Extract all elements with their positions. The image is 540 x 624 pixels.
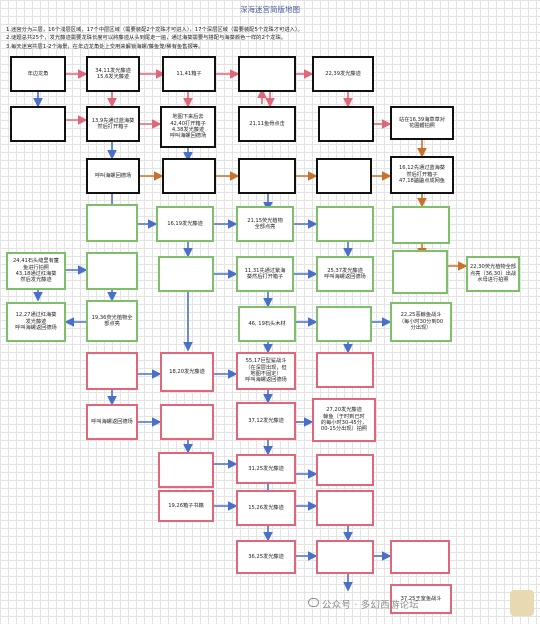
node: 13,9先通过蓝海葵然后打开箱子 bbox=[86, 106, 140, 142]
node: 22,39发光藤迹 bbox=[312, 56, 374, 92]
node bbox=[392, 250, 448, 294]
node-label: 55,17巨型鲨战斗（在深层出现，但地图不固定）呼叫海螺返回德场 bbox=[245, 358, 287, 384]
node: 站在16,39海草草对花圃鳢拍照 bbox=[390, 106, 454, 140]
node: 37,12发光藤迹 bbox=[236, 402, 296, 440]
node bbox=[318, 106, 374, 142]
node-label: 21,11鱼骨点击 bbox=[249, 120, 285, 127]
node-label: 18,20发光藤迹 bbox=[169, 368, 205, 375]
node bbox=[316, 206, 374, 242]
node bbox=[316, 540, 374, 574]
node bbox=[158, 256, 214, 292]
node-label: 46, 19石头木材 bbox=[248, 320, 286, 327]
wechat-icon bbox=[308, 598, 319, 607]
watermark: 公众号 · 多幻西游论坛 bbox=[322, 600, 419, 611]
node: 11,31先通过紫海葵然后打开箱子 bbox=[236, 256, 294, 292]
node bbox=[158, 452, 214, 488]
node-label: 年边龙角 bbox=[27, 70, 49, 77]
rules-block: 1.迷宫分为三层，16个浅层区域，17个中层区域（需要装配2个龙珠才可进入），1… bbox=[6, 26, 534, 51]
node bbox=[316, 306, 372, 342]
node: 46, 19石头木材 bbox=[238, 306, 296, 342]
rule-line-2: 2.谜题总共25个，发光藤迹需要龙珠长度可以將藤迹从头到尾走一遍，通过海葵需要与… bbox=[6, 35, 287, 42]
node bbox=[392, 206, 450, 244]
node: 19,26箱子书籍 bbox=[158, 490, 214, 522]
node: 11,41箱子 bbox=[162, 56, 216, 92]
node bbox=[160, 404, 214, 440]
node: 呼叫海螺回德场 bbox=[86, 158, 140, 194]
node bbox=[316, 158, 372, 194]
node: 18,20发光藤迹 bbox=[160, 352, 214, 392]
node-label: 12,27通过红海葵发光藤迹呼叫海螺返回德场 bbox=[15, 312, 57, 332]
node bbox=[316, 352, 374, 388]
node-label: 11,41箱子 bbox=[176, 70, 202, 77]
node bbox=[316, 454, 374, 486]
node: 15,26发光藤迹 bbox=[236, 490, 296, 526]
node-label: 16,19发光藤迹 bbox=[167, 220, 203, 227]
node: 27,20发光藤迹鲸鱼（于时到已时的每小时30-45分，00-15分出现）拍照 bbox=[312, 398, 376, 442]
node: 16,19发光藤迹 bbox=[156, 206, 214, 242]
node-label: 22,30荧光植物全部点亮（36,30）出战水母进行拍照 bbox=[470, 264, 516, 284]
node: 呼叫海螺返回德场 bbox=[86, 404, 138, 440]
node: 36,25发光藤迹 bbox=[236, 540, 296, 574]
node bbox=[238, 158, 296, 194]
node: 21,15荧光植物全部点亮 bbox=[236, 206, 294, 242]
rule-line-3: 3.每天迷宫共层1-2个海景，在年边龙角处上交用来解锁海螺/藤鱼笼/稀有鱼售报等… bbox=[6, 43, 204, 50]
node bbox=[390, 540, 450, 574]
node: 12,27通过红海葵发光藤迹呼叫海螺返回德场 bbox=[6, 302, 66, 342]
node-label: 19,26箱子书籍 bbox=[168, 502, 204, 509]
node-label: 21,15荧光植物全部点亮 bbox=[247, 217, 283, 230]
node: 19,36荧光植物全部点亮 bbox=[86, 300, 138, 342]
node bbox=[238, 56, 296, 92]
node: 31,25发光藤迹 bbox=[236, 454, 296, 484]
node-end: 37,25王室鱼战斗 bbox=[390, 584, 452, 614]
node-start: 年边龙角 bbox=[10, 56, 66, 92]
node bbox=[86, 252, 138, 290]
node: 55,17巨型鲨战斗（在深层出现，但地图不固定）呼叫海螺返回德场 bbox=[236, 352, 296, 390]
node-label: 22,39发光藤迹 bbox=[325, 70, 361, 77]
site-logo-icon bbox=[510, 590, 534, 616]
node bbox=[162, 158, 216, 194]
node bbox=[86, 352, 138, 390]
map-title: 深海迷宫简版地图 bbox=[240, 5, 300, 14]
node-label: 15,26发光藤迹 bbox=[248, 504, 284, 511]
node-label: 31,25发光藤迹 bbox=[248, 465, 284, 472]
node: 21,11鱼骨点击 bbox=[238, 106, 296, 142]
node-label: 37,12发光藤迹 bbox=[248, 417, 284, 424]
node-label: 36,25发光藤迹 bbox=[248, 553, 284, 560]
node-label: 站在16,39海草草对花圃鳢拍照 bbox=[399, 116, 445, 129]
node-label: 25,37发光藤迹呼叫海螺返回德场 bbox=[324, 267, 366, 280]
node: 22,30荧光植物全部点亮（36,30）出战水母进行拍照 bbox=[466, 256, 520, 292]
node bbox=[10, 106, 66, 142]
node-label: 呼叫海螺返回德场 bbox=[91, 418, 133, 425]
node-label: 37,25王室鱼战斗 bbox=[400, 595, 442, 602]
node bbox=[86, 204, 138, 242]
node-label: 27,20发光藤迹鲸鱼（于时到已时的每小时30-45分，00-15分出现）拍照 bbox=[320, 407, 368, 433]
node-label: 呼叫海螺回德场 bbox=[94, 172, 132, 179]
node-label: 13,9先通过蓝海葵然后打开箱子 bbox=[91, 117, 135, 130]
node-label: 11,31先通过紫海葵然后打开箱子 bbox=[244, 267, 286, 280]
rule-line-1: 1.迷宫分为三层，16个浅层区域，17个中层区域（需要装配2个龙珠才可进入），1… bbox=[6, 27, 303, 33]
node: 25,37发光藤迹呼叫海螺返回德场 bbox=[316, 256, 374, 292]
node-label: 19,36荧光植物全部点亮 bbox=[91, 314, 133, 327]
node bbox=[316, 490, 374, 526]
